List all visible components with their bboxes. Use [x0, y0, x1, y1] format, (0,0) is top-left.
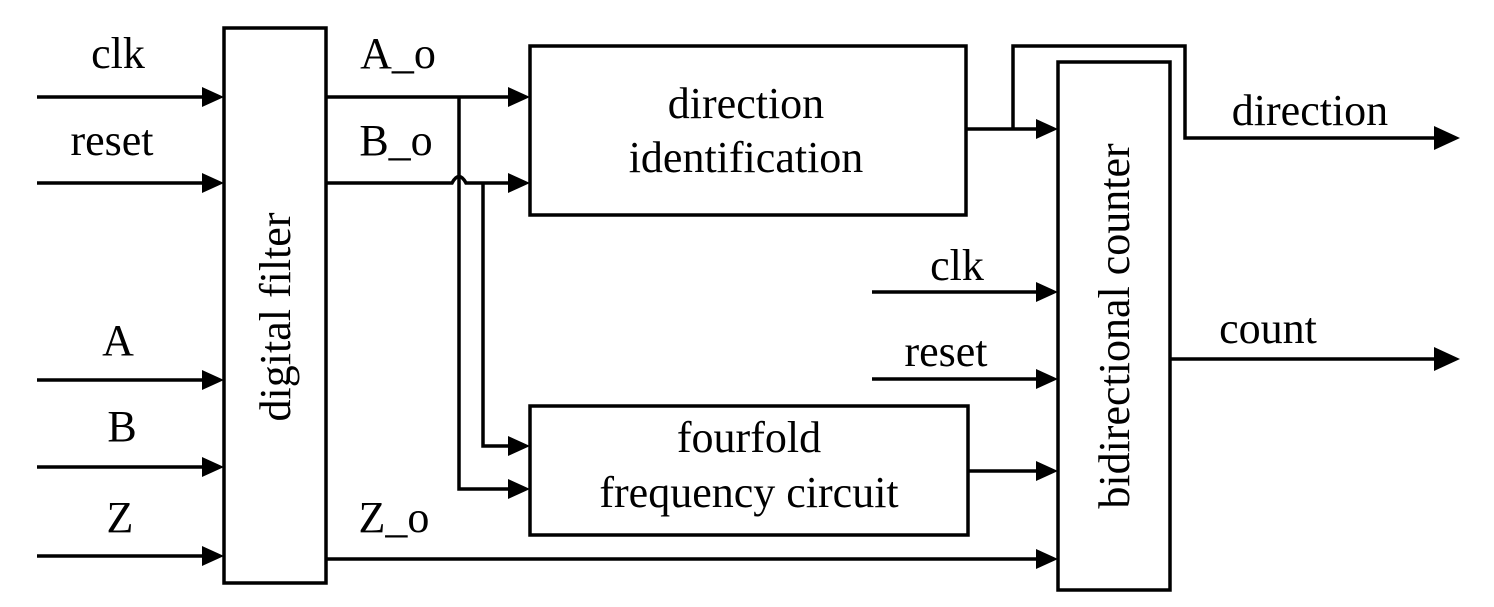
- arrow-b-o: [508, 173, 530, 193]
- label-direction-identification-1: direction: [668, 79, 824, 128]
- arrow-b-o-branch: [508, 436, 530, 456]
- label-counter-clk: clk: [930, 241, 984, 290]
- label-z-in: Z: [107, 493, 134, 542]
- wire-direction-out: [1011, 44, 1438, 140]
- arrow-count-out: [1434, 347, 1460, 371]
- label-b-o: B_o: [359, 116, 432, 165]
- arrow-clk-in: [202, 87, 224, 107]
- fourfold-frequency-block: [528, 404, 970, 537]
- arrow-fourfold-to-counter: [1036, 461, 1058, 481]
- label-direction-identification-2: identification: [629, 133, 864, 182]
- digital-filter-block: [222, 26, 328, 585]
- arrow-reset-in: [202, 173, 224, 193]
- label-digital-filter: digital filter: [251, 212, 300, 421]
- arrow-counter-reset: [1036, 369, 1058, 389]
- direction-identification-block: [528, 44, 968, 217]
- arrow-a-o-branch: [508, 479, 530, 499]
- wire-b-o: [326, 174, 510, 185]
- label-direction-out: direction: [1232, 86, 1388, 135]
- bidirectional-counter-block: [1056, 60, 1172, 592]
- label-reset-in: reset: [70, 116, 153, 165]
- label-a-in: A: [102, 316, 134, 365]
- arrow-a-o: [508, 87, 530, 107]
- arrow-z-o: [1036, 549, 1058, 569]
- wire-a-o-branch: [457, 97, 510, 491]
- label-clk-in: clk: [91, 29, 145, 78]
- label-fourfold-1: fourfold: [677, 413, 821, 462]
- label-b-in: B: [107, 402, 136, 451]
- arrow-z-in: [202, 546, 224, 566]
- arrow-dir-to-counter: [1036, 119, 1058, 139]
- wire-b-o-branch: [481, 183, 510, 448]
- label-counter-reset: reset: [904, 327, 987, 376]
- arrow-counter-clk: [1036, 282, 1058, 302]
- label-fourfold-2: frequency circuit: [599, 468, 898, 517]
- label-a-o: A_o: [360, 29, 436, 78]
- arrow-direction-out: [1434, 126, 1460, 150]
- label-bidirectional-counter: bidirectional counter: [1090, 143, 1139, 509]
- label-z-o: Z_o: [359, 493, 430, 542]
- arrow-a-in: [202, 370, 224, 390]
- label-count-out: count: [1219, 304, 1317, 353]
- arrow-b-in: [202, 457, 224, 477]
